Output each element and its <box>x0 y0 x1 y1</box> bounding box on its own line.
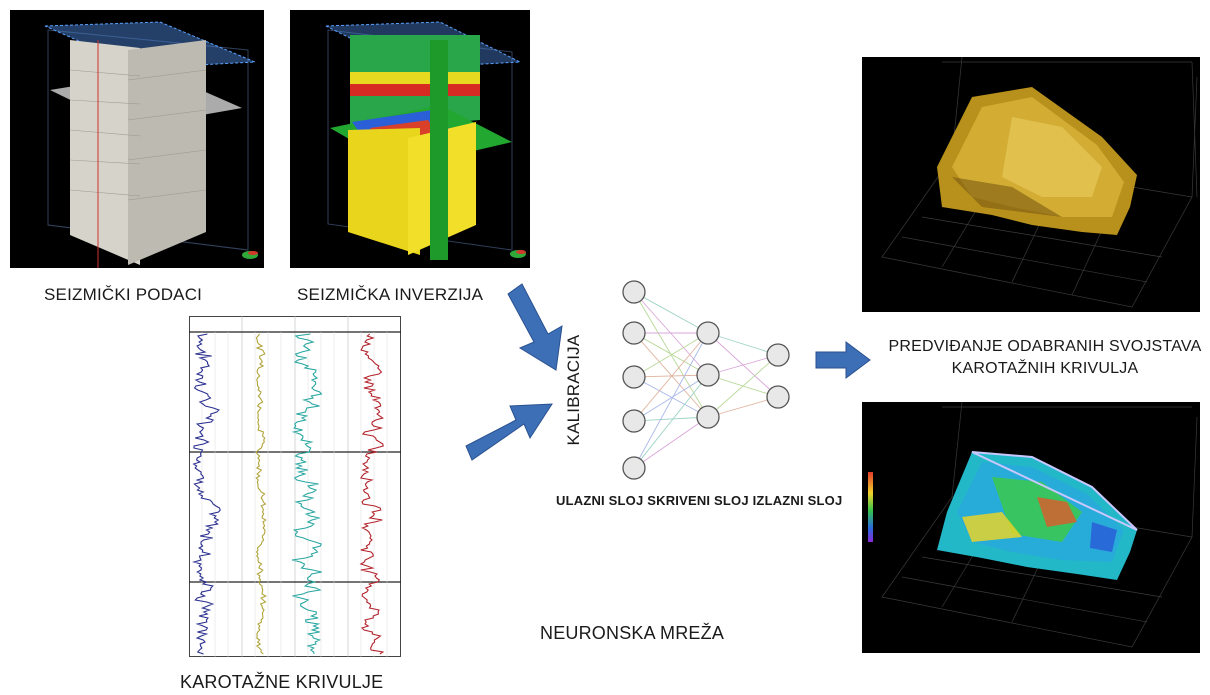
network-edge <box>707 332 779 356</box>
network-edge <box>633 332 709 378</box>
log-curve-2 <box>255 333 267 655</box>
network-edge <box>633 374 709 469</box>
prediction-caption-line1: PREDVIĐANJE ODABRANIH SVOJSTAVA <box>888 338 1202 355</box>
arrow-network-to-prediction <box>815 341 871 379</box>
network-edge <box>707 354 779 376</box>
well-logs-caption: KAROTAŽNE KRIVULJE <box>180 672 384 692</box>
network-edge <box>633 416 709 422</box>
seismic-inversion-caption: SEIZMIČKA INVERZIJA <box>297 285 484 304</box>
prediction-image-top <box>862 57 1200 312</box>
seismic-data-image <box>10 10 264 268</box>
input-node <box>622 365 646 389</box>
output-node <box>766 385 790 409</box>
hidden-node <box>696 405 720 429</box>
arrow-inversion-to-network <box>507 283 563 371</box>
network-layers-label: ULAZNI SLOJ SKRIVENI SLOJ IZLAZNI SLOJ <box>556 493 843 508</box>
prediction-caption-line2: KAROTAŽNIH KRIVULJA <box>951 360 1139 377</box>
prediction-caption: PREDVIĐANJE ODABRANIH SVOJSTAVA KAROTAŽN… <box>880 336 1210 380</box>
network-edge <box>633 416 709 469</box>
network-edge <box>633 332 709 469</box>
log-curve-1 <box>191 333 221 655</box>
hidden-node <box>696 321 720 345</box>
input-node <box>622 321 646 345</box>
network-edge <box>707 396 779 418</box>
network-edge <box>633 291 709 376</box>
input-node <box>622 280 646 304</box>
prediction-image-bottom <box>862 402 1200 653</box>
log-curve-3 <box>291 333 323 655</box>
network-title: NEURONSKA MREŽA <box>540 623 725 643</box>
hidden-node <box>696 363 720 387</box>
output-node <box>766 343 790 367</box>
well-logs-image <box>189 316 401 657</box>
network-edge <box>633 332 709 418</box>
network-edge <box>633 374 709 422</box>
network-edge <box>633 332 709 422</box>
network-edge <box>633 291 709 334</box>
input-node <box>622 409 646 433</box>
input-node <box>622 456 646 480</box>
network-edge <box>633 332 709 376</box>
network-edge <box>633 376 709 418</box>
network-edge <box>707 354 779 418</box>
seismic-inversion-image <box>290 10 530 268</box>
seismic-data-caption: SEIZMIČKI PODACI <box>44 285 203 304</box>
neural-network-diagram <box>622 280 790 480</box>
network-edge <box>633 374 709 378</box>
arrow-logs-to-network <box>465 403 553 461</box>
calibration-label: KALIBRACIJA <box>564 334 583 446</box>
log-curve-4 <box>359 333 385 655</box>
